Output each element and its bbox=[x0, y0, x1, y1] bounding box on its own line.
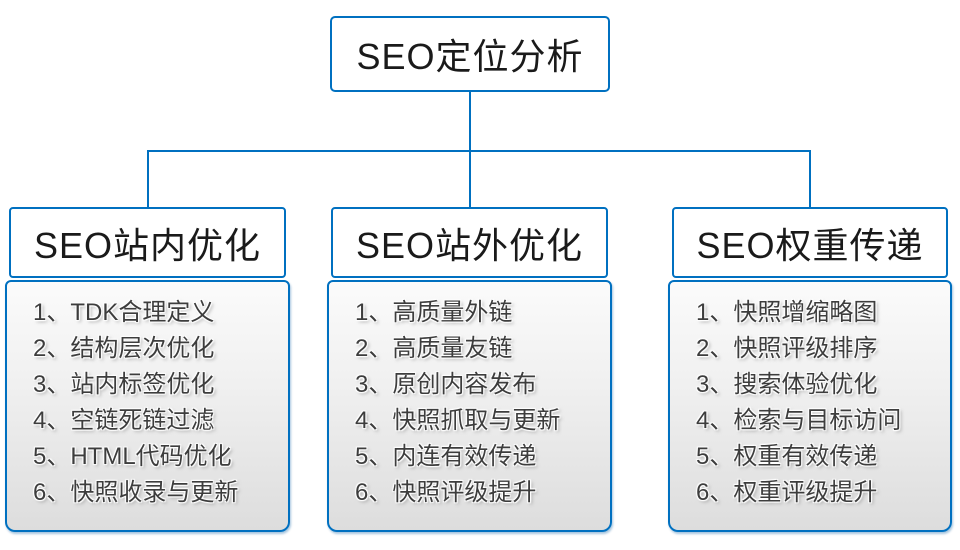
connector-drop-left bbox=[147, 150, 149, 207]
list-item: 2、高质量友链 bbox=[355, 335, 513, 362]
list-item: 3、站内标签优化 bbox=[33, 371, 215, 398]
list-item: 4、快照抓取与更新 bbox=[355, 407, 561, 434]
branch-header-onsite: SEO站内优化 bbox=[9, 207, 286, 278]
list-item: 1、TDK合理定义 bbox=[33, 299, 215, 326]
list-item: 2、快照评级排序 bbox=[696, 335, 878, 362]
branch-header-label: SEO站内优化 bbox=[33, 224, 262, 266]
branch-header-label: SEO权重传递 bbox=[696, 224, 924, 266]
connector-drop-right bbox=[809, 150, 811, 207]
connector-bus bbox=[147, 150, 811, 152]
branch-list-onsite: 1、TDK合理定义 2、结构层次优化 3、站内标签优化 4、空链死链过滤 5、H… bbox=[5, 280, 290, 532]
branch-column-weight: SEO权重传递 1、快照增缩略图 2、快照评级排序 3、搜索体验优化 4、检索与… bbox=[668, 207, 952, 532]
branch-list-weight: 1、快照增缩略图 2、快照评级排序 3、搜索体验优化 4、检索与目标访问 5、权… bbox=[668, 280, 952, 532]
list-item: 5、内连有效传递 bbox=[355, 443, 537, 470]
connector-stem bbox=[469, 92, 471, 150]
list-item: 4、空链死链过滤 bbox=[33, 407, 215, 434]
list-item: 6、快照评级提升 bbox=[355, 479, 537, 506]
list-item: 1、高质量外链 bbox=[355, 299, 513, 326]
branch-list-offsite: 1、高质量外链 2、高质量友链 3、原创内容发布 4、快照抓取与更新 5、内连有… bbox=[327, 280, 612, 532]
branch-header-label: SEO站外优化 bbox=[355, 224, 584, 266]
list-item: 5、HTML代码优化 bbox=[33, 443, 232, 470]
root-node-label: SEO定位分析 bbox=[356, 36, 584, 77]
list-item: 1、快照增缩略图 bbox=[696, 299, 878, 326]
list-item: 6、快照收录与更新 bbox=[33, 479, 239, 506]
branch-header-offsite: SEO站外优化 bbox=[331, 207, 608, 278]
root-node: SEO定位分析 bbox=[330, 16, 610, 92]
list-item: 2、结构层次优化 bbox=[33, 335, 215, 362]
branch-header-weight: SEO权重传递 bbox=[672, 207, 948, 278]
list-item: 5、权重有效传递 bbox=[696, 443, 878, 470]
list-item: 6、权重评级提升 bbox=[696, 479, 878, 506]
list-item: 3、搜索体验优化 bbox=[696, 371, 878, 398]
list-item: 3、原创内容发布 bbox=[355, 371, 537, 398]
branch-column-offsite: SEO站外优化 1、高质量外链 2、高质量友链 3、原创内容发布 4、快照抓取与… bbox=[327, 207, 612, 532]
list-item: 4、检索与目标访问 bbox=[696, 407, 902, 434]
connector-drop-middle bbox=[469, 150, 471, 207]
branch-column-onsite: SEO站内优化 1、TDK合理定义 2、结构层次优化 3、站内标签优化 4、空链… bbox=[5, 207, 290, 532]
